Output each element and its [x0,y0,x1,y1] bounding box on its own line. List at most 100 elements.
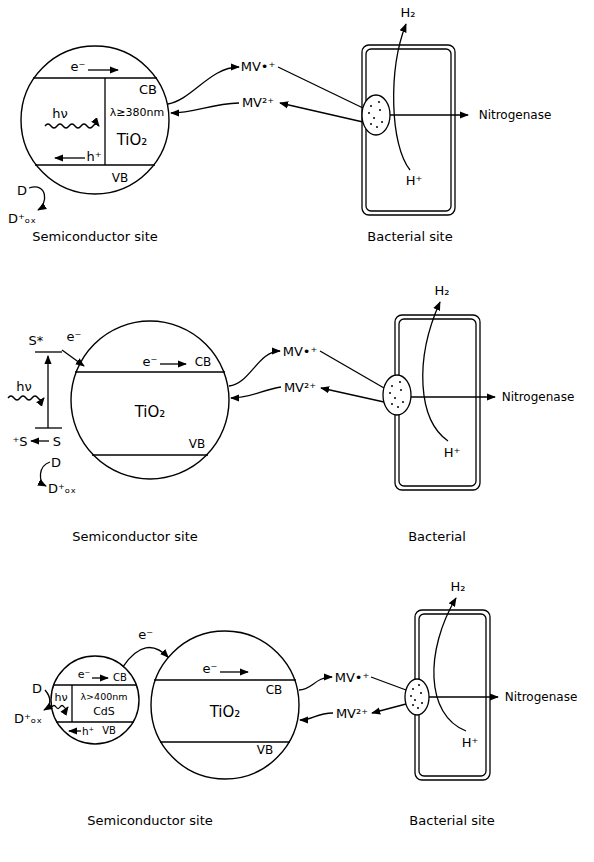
nitrogenase-arrow [429,696,498,697]
hydrogenase-blob [410,684,423,709]
text-label: Bacterial [408,530,466,543]
mediator-cycle [278,67,363,108]
hydrogenase-blob [412,704,414,706]
text-label: ⁺S [12,435,27,448]
band-label: λ>400nm [81,692,128,702]
energy-bands [55,157,85,158]
text-label: Semiconductor site [32,230,158,243]
semiconductor-particle: e⁻CBhνλ>400nmCdSh⁺VB [50,655,140,745]
bacterial-cell [362,45,455,215]
band-label: e⁻ [203,662,218,675]
hydrogenase-blob [383,375,411,415]
text-label: D [51,456,61,469]
nitrogenase-arrow [411,396,495,397]
energy-bands [75,364,225,455]
text-label: MV²⁺ [336,707,368,720]
photon-arrow [8,396,44,400]
text-label: Semiconductor site [72,530,198,543]
circle-outline [21,46,169,194]
mediator-cycle [372,704,406,713]
text-label: S* [29,334,44,347]
hydrogenase-blob [376,126,378,128]
hydrogenase-blob [405,679,429,715]
band-label: VB [189,438,205,450]
hydrogenase-blob [391,403,393,405]
text-label: Nitrogenase [479,109,552,121]
text-label: MV•⁺ [241,60,276,73]
mediator-cycle [229,351,384,402]
energy-bands [69,730,81,731]
bacterial-cell [362,45,455,215]
hydrogenase-blob [397,406,399,408]
hydrogenase-blob [368,112,370,114]
text-label: S [53,435,61,448]
circle-outline [51,656,139,744]
text-label: MV²⁺ [242,96,274,109]
hydrogen-arrow [423,302,448,441]
hydrogenase-blob [412,688,414,690]
energy-bands [154,679,296,680]
text-label: H₂ [401,6,416,19]
band-label: CB [266,684,283,696]
energy-bands [88,69,118,70]
mediator-cycle [280,103,363,122]
mediator-cycle [320,351,384,388]
text-label: D⁺ₒₓ [8,212,36,225]
hydrogenase-blob [370,123,372,125]
photon-arrow [52,706,68,709]
hydrogenase-blob [381,121,383,123]
text-label: H⁺ [406,174,423,187]
circle-outline [151,631,299,779]
electron-transfer-arrow [123,648,168,667]
hydrogenase-blob [391,385,393,387]
band-label: e⁻ [71,60,86,73]
text-label: Bacterial site [409,814,494,827]
hydrogenase-blob [418,684,420,686]
band-label: λ≥380nm [110,107,164,118]
hydrogenase-blob [370,105,372,107]
energy-bands [220,671,248,672]
donor-arrow [44,690,50,710]
text-label: e⁻ [67,330,82,343]
energy-bands [92,677,108,678]
text-label: MV²⁺ [284,381,316,394]
text-label: H⁺ [444,446,461,459]
hydrogenase-blob [400,389,402,391]
band-label: h⁺ [86,150,101,163]
band-label: VB [112,172,128,184]
text-label: Nitrogenase [502,391,575,403]
mediator-cycle [171,103,239,113]
hydrogen-arrow [394,24,410,170]
band-label: TiO₂ [210,705,241,720]
hydrogenase-blob [410,695,412,697]
mediator-cycle [371,677,406,690]
text-label: Nitrogenase [505,691,578,703]
hydrogenase-blob [402,401,404,403]
hydrogenase-blob [362,95,390,135]
hydrogenase-blob [379,109,381,111]
text-label: H₂ [435,284,450,297]
circle-outline [70,320,230,480]
band-label: VB [102,726,116,736]
hydrogenase-blob [362,95,390,135]
text-label: D⁺ₒₓ [48,482,76,495]
text-label: D [17,184,27,197]
hydrogenase-blob [421,702,423,704]
hydrogenase-blob [389,392,391,394]
band-label: hν [52,107,68,120]
band-label: h⁺ [82,726,94,737]
energy-bands [71,685,72,722]
text-label: H₂ [451,580,466,593]
donor-arrow [29,187,45,210]
energy-bands [160,741,290,742]
semiconductor-particle: e⁻CBTiO₂VB [70,320,230,480]
mediator-cycle [321,388,384,402]
hydrogenase-blob [373,117,375,119]
energy-bands [92,454,208,455]
sensitizer-levels [31,440,49,441]
energy-bands [160,363,186,364]
mediator-cycle [168,67,239,104]
hydrogenase-blob [383,375,411,415]
text-label: D⁺ₒₓ [14,712,42,725]
text-label: hν [16,380,32,393]
